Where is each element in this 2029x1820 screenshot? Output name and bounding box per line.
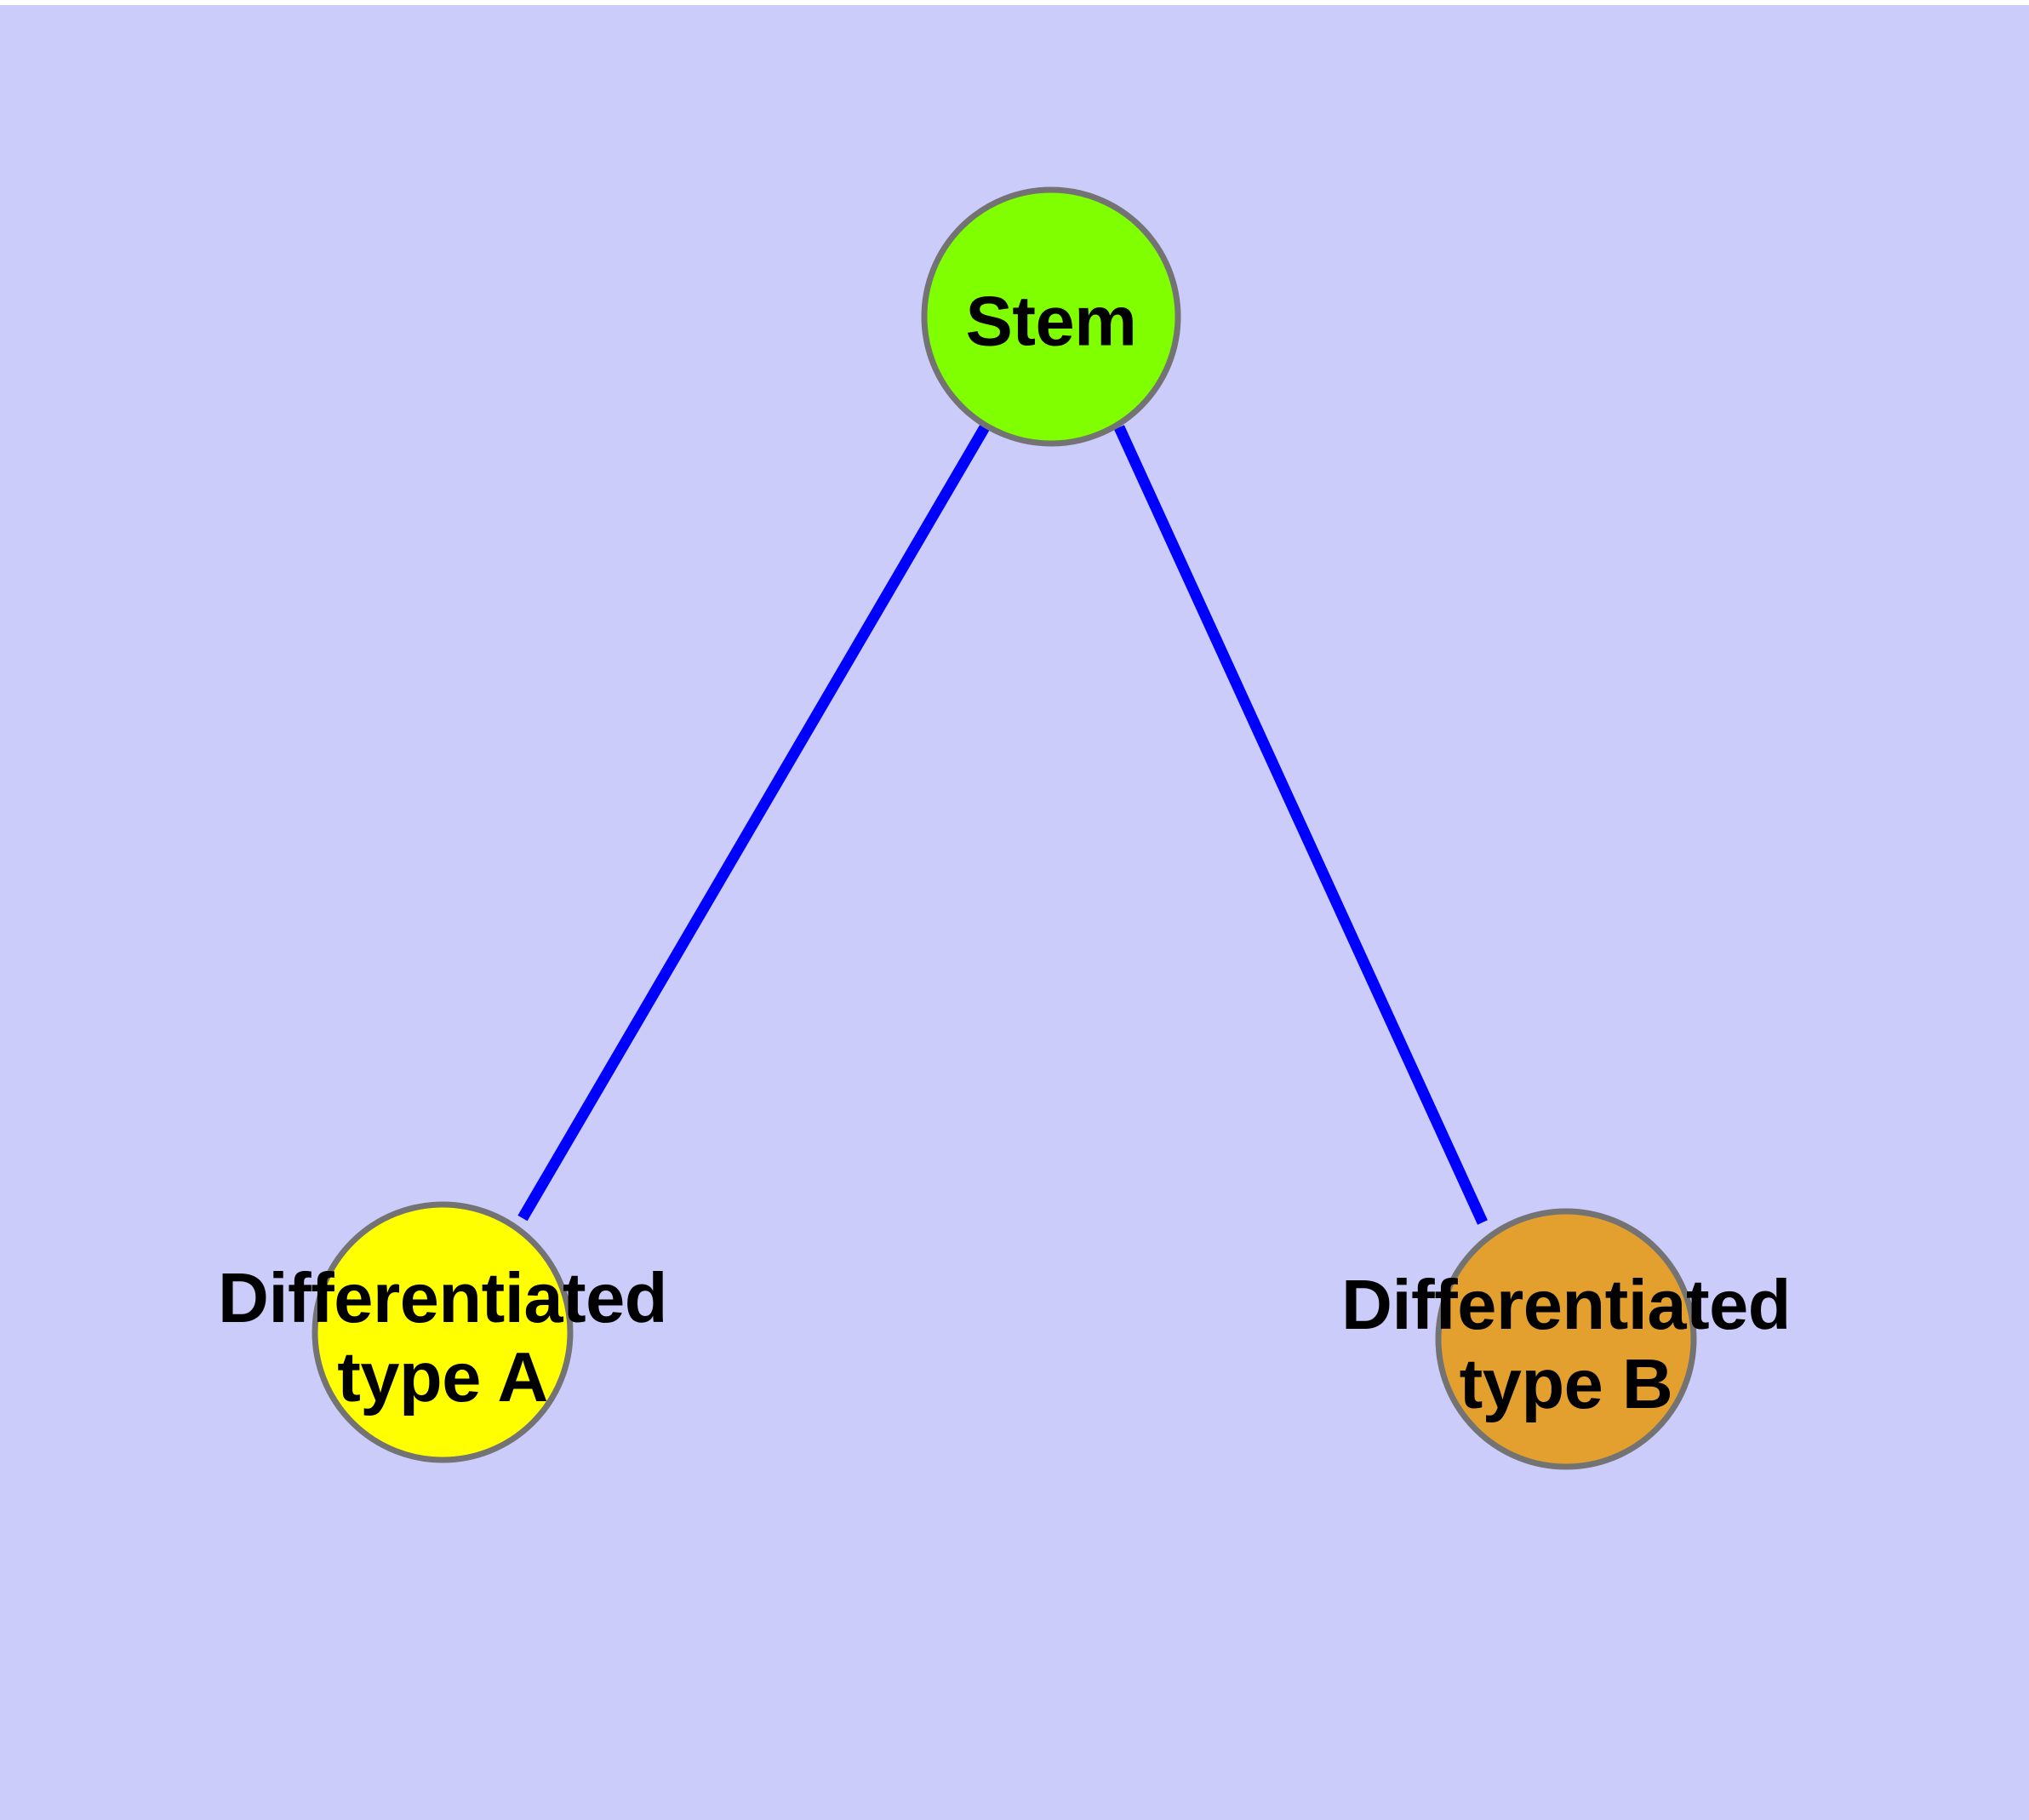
nodes-group — [311, 186, 1697, 1470]
graph-edge-stem-to-diff-a — [517, 424, 990, 1222]
graph-node-diff_b[interactable] — [1435, 1208, 1697, 1470]
canvas-top-border — [0, 0, 2029, 5]
graph-node-stem[interactable] — [921, 186, 1181, 447]
graph-node-diff_a[interactable] — [311, 1201, 574, 1463]
graph-edge-stem-to-diff-b — [1114, 425, 1488, 1225]
edges-group — [517, 424, 1488, 1225]
